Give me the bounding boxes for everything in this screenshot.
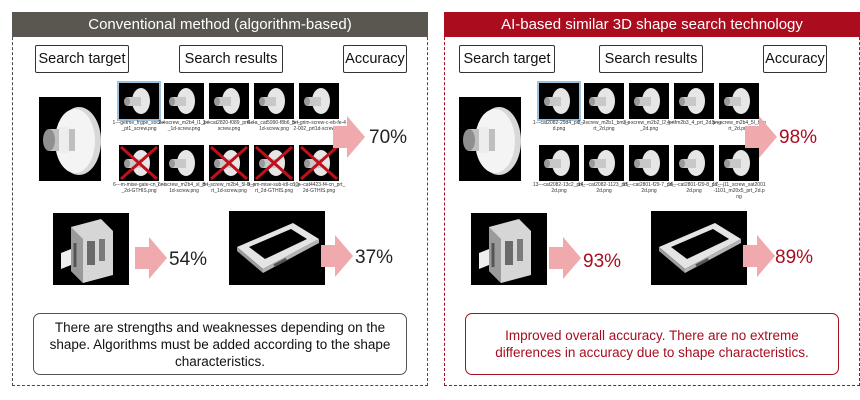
result-caption: 7---screw_m2b4_sl_prt_1d-screw.png — [157, 182, 211, 194]
result-thumbnail[interactable] — [584, 145, 624, 181]
result-caption: 14---cat2082-1123_prt_2d.png — [577, 182, 631, 194]
result-thumbnail[interactable] — [719, 83, 759, 119]
result-caption: 1---getme_frgpe_socket_pt1_screw.png — [112, 120, 166, 132]
incorrect-cross-icon — [300, 145, 338, 181]
arrow-icon — [135, 237, 167, 279]
result-thumbnail[interactable] — [719, 145, 759, 181]
result-caption: 6---m-mise-gate-cn_cnt_2d-GTHIS.png — [113, 182, 165, 194]
accuracy-value-plate: 37% — [355, 247, 394, 268]
result-caption: 9---m-mise-sub-idl-cn_prt_2d-GTHIS.png — [247, 182, 301, 194]
result-caption: 16---cat2801-f29-8_prt_2d.png — [667, 182, 721, 194]
incorrect-cross-icon — [255, 145, 293, 181]
search-target-bracket-image — [471, 213, 547, 285]
arrow-icon — [333, 116, 365, 158]
result-caption: 2---screw_m2b1_bmi_prt_2d.png — [577, 120, 631, 132]
result-thumbnail[interactable] — [674, 83, 714, 119]
arrow-icon — [745, 116, 777, 158]
result-thumbnail[interactable] — [119, 145, 159, 181]
search-target-plate-image — [651, 211, 747, 285]
result-caption: 17---j11_screw_sat2001-1101_m20x5_prt_2d… — [712, 182, 766, 200]
accuracy-value-screw: 70% — [369, 127, 408, 148]
result-caption: 10---cat4423-f4-cn_prt_2d-GTHIS.png — [292, 182, 346, 194]
result-thumbnail[interactable] — [254, 145, 294, 181]
ai-summary-note: Improved overall accuracy. There are no … — [465, 313, 839, 375]
result-thumbnail[interactable] — [209, 83, 249, 119]
accuracy-value-bracket: 54% — [169, 249, 208, 270]
result-thumbnail[interactable] — [584, 83, 624, 119]
ai-method-panel: AI-based similar 3D shape search technol… — [444, 12, 860, 386]
search-target-bolt-image — [459, 97, 521, 181]
accuracy-header: Accuracy — [343, 45, 407, 73]
result-thumbnail[interactable] — [164, 83, 204, 119]
search-results-header: Search results — [599, 45, 703, 73]
search-target-header: Search target — [459, 45, 555, 73]
result-thumbnail[interactable] — [209, 145, 249, 181]
search-target-plate-image — [229, 211, 325, 285]
incorrect-cross-icon — [120, 145, 158, 181]
result-caption: 1---cat2082-29d4_prt_2d.png — [532, 120, 586, 132]
result-caption: 4---fm2b3_4_prt_2d.png — [667, 120, 721, 126]
result-caption: 4---a_cat5990-f8b6_prt_1d-screw.png — [247, 120, 301, 132]
result-thumbnail[interactable] — [164, 145, 204, 181]
result-thumbnail[interactable] — [299, 83, 339, 119]
result-caption: 5---screw_m2b4_5l_b_prt_2d.png — [712, 120, 766, 132]
result-caption: 2---screw_m2b4_l1_prt_1d-screw.png — [158, 120, 210, 132]
conventional-method-panel: Conventional method (algorithm-based) Se… — [12, 12, 428, 386]
result-thumbnail[interactable] — [254, 83, 294, 119]
arrow-icon — [549, 237, 581, 279]
result-thumbnail[interactable] — [117, 81, 161, 121]
result-thumbnail[interactable] — [299, 145, 339, 181]
arrow-icon — [321, 235, 353, 277]
conventional-summary-note: There are strengths and weaknesses depen… — [33, 313, 407, 375]
result-thumbnail[interactable] — [537, 81, 581, 121]
search-target-bolt-image — [39, 97, 101, 181]
incorrect-cross-icon — [210, 145, 248, 181]
result-caption: 3---screw_m2b2_l2_prt_2d.png — [623, 120, 675, 132]
conventional-panel-title: Conventional method (algorithm-based) — [12, 12, 428, 37]
result-caption: 15---cat2801-f29-7_prt_2d.png — [622, 182, 676, 194]
search-results-header: Search results — [179, 45, 283, 73]
result-thumbnail[interactable] — [539, 145, 579, 181]
result-thumbnail[interactable] — [674, 145, 714, 181]
result-caption: 13---cat2082-13c2_prt_2d.png — [532, 182, 586, 194]
arrow-icon — [743, 235, 775, 277]
search-target-header: Search target — [35, 45, 129, 73]
search-target-bracket-image — [53, 213, 129, 285]
result-caption: 8---screw_m2b4_5l-b_prt_1d-screw.png — [202, 182, 256, 194]
accuracy-value-plate: 89% — [775, 247, 814, 268]
result-caption: 5---grim-screw-c-eb-fe-42-002_prt1d-scre… — [292, 120, 346, 132]
accuracy-header: Accuracy — [763, 45, 827, 73]
result-thumbnail[interactable] — [629, 145, 669, 181]
result-caption: 3---cat2820-f089_prt1d-screw.png — [202, 120, 256, 132]
accuracy-value-screw: 98% — [779, 127, 818, 148]
result-thumbnail[interactable] — [629, 83, 669, 119]
accuracy-value-bracket: 93% — [583, 251, 622, 272]
ai-panel-title: AI-based similar 3D shape search technol… — [444, 12, 860, 37]
